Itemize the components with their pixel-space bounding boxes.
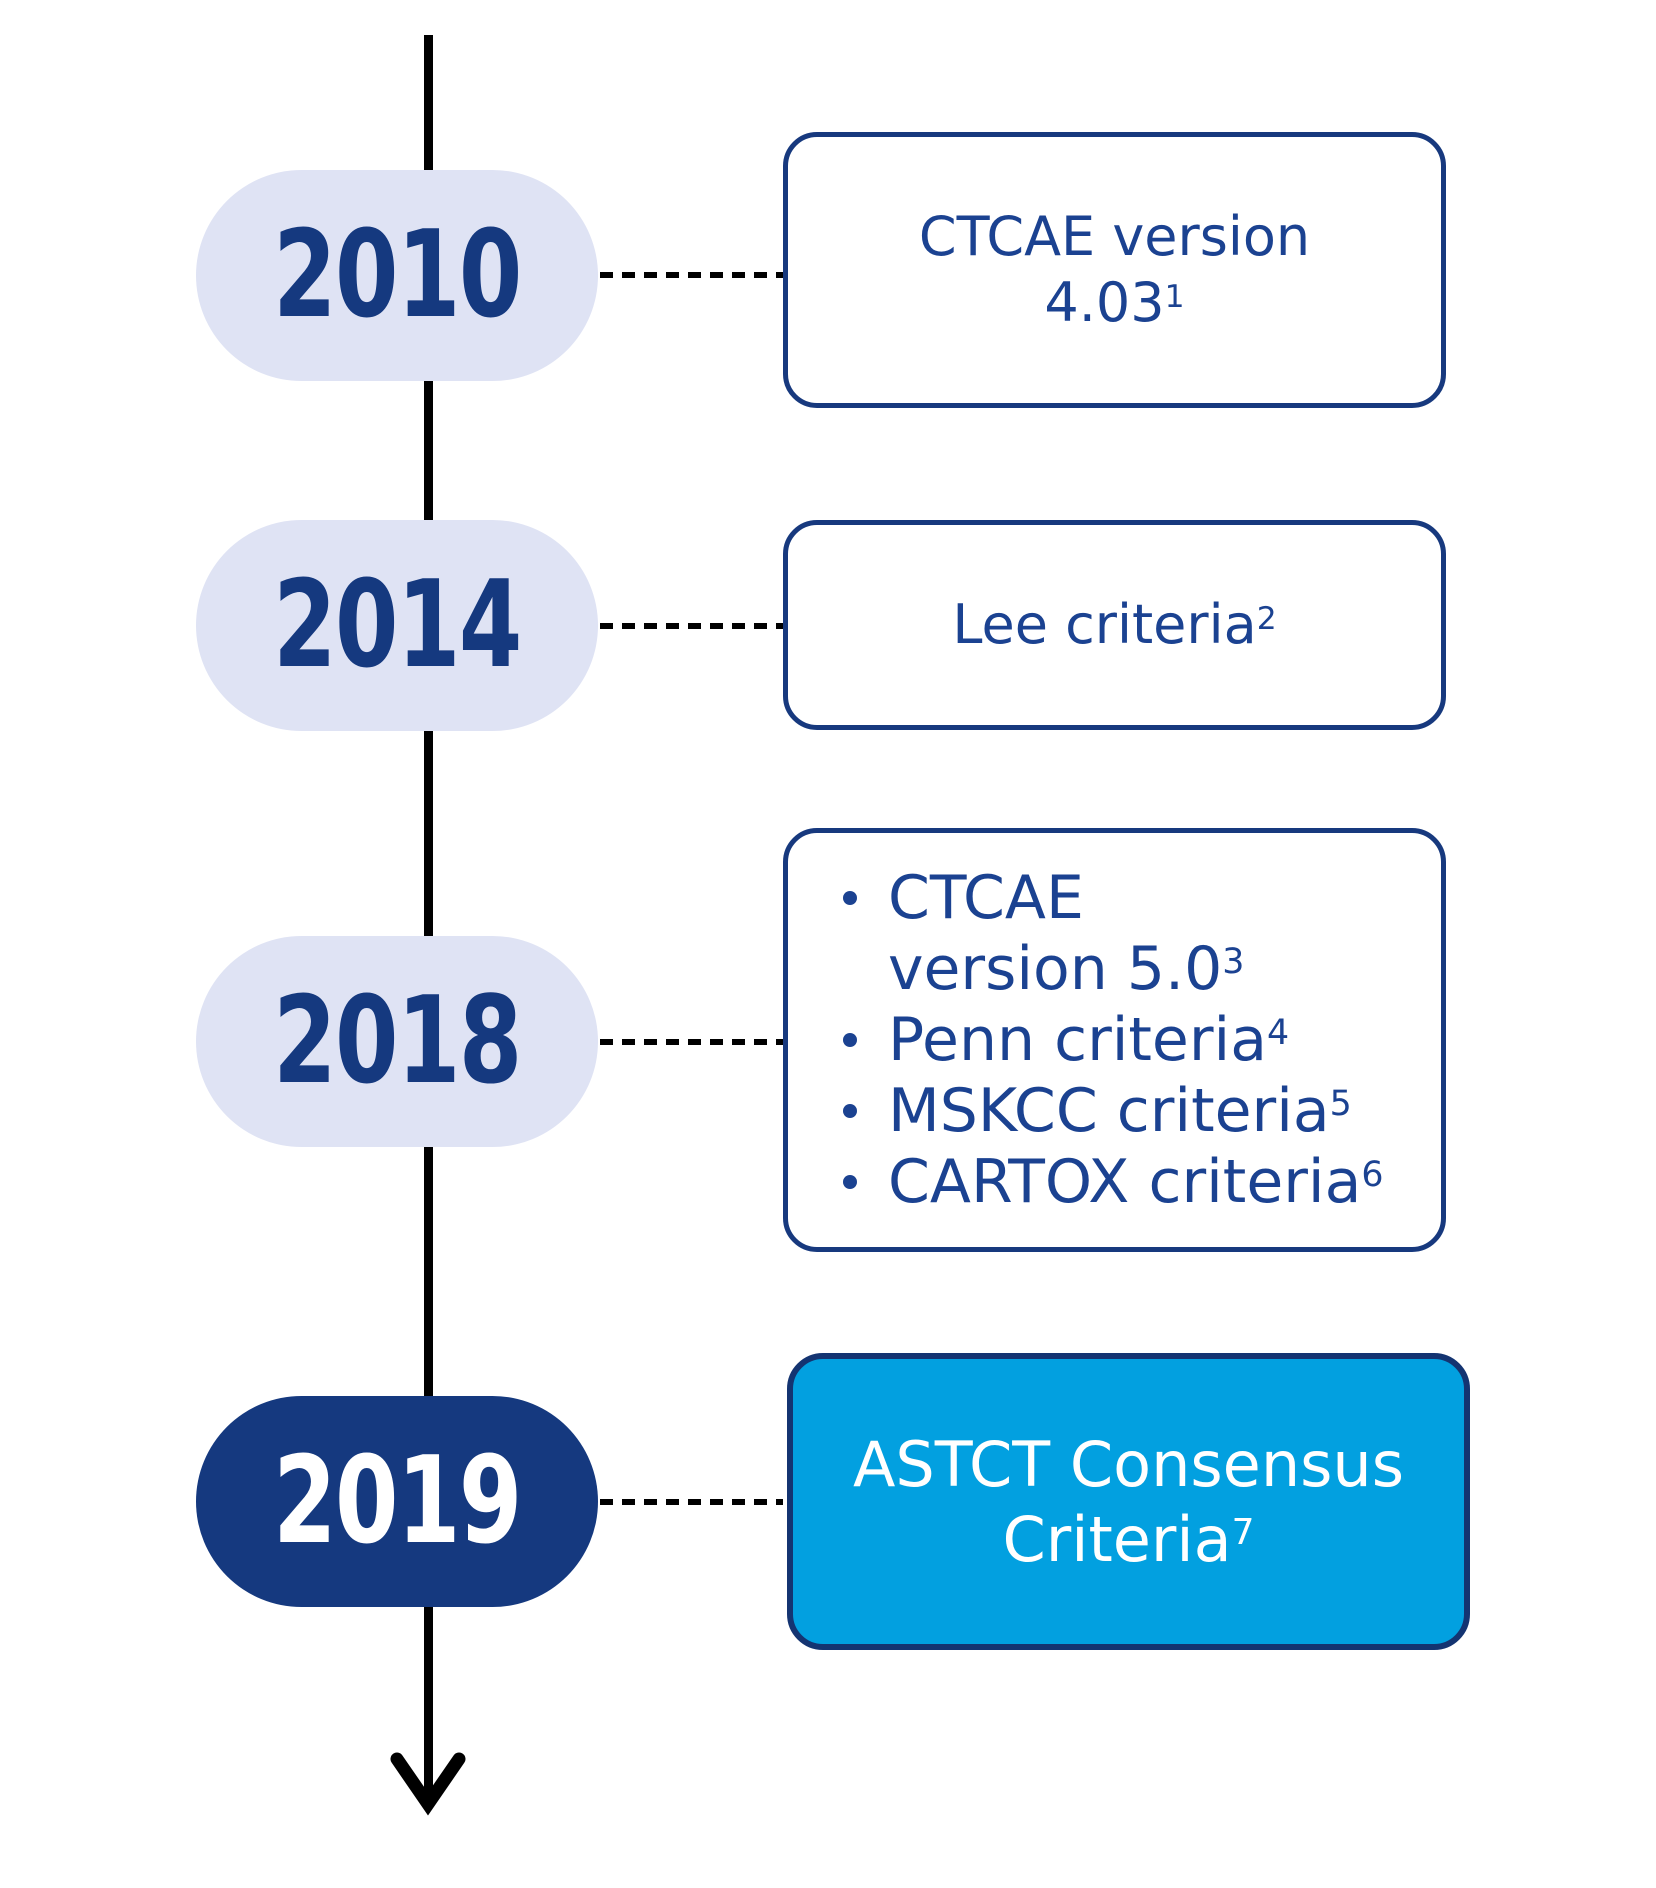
info-box-2010: CTCAE version 4.031 [783, 132, 1446, 408]
year-label-2019: 2019 [273, 1431, 522, 1571]
bullet-item: MSKCC criteria5 [843, 1076, 1384, 1147]
info-box-2018: CTCAE version 5.03 Penn criteria4 MSKCC … [783, 828, 1446, 1252]
text-line: version 5.0 [888, 933, 1223, 1004]
year-label-2014: 2014 [273, 555, 522, 695]
bullet-text: Penn criteria4 [888, 1005, 1289, 1076]
text-line: CARTOX criteria [888, 1146, 1362, 1217]
bullet-text: CARTOX criteria6 [888, 1147, 1384, 1218]
text-line: ASTCT Consensus [852, 1427, 1405, 1501]
reference-superscript: 3 [1222, 941, 1245, 982]
year-label-2018: 2018 [273, 971, 522, 1111]
text-line: MSKCC criteria [888, 1075, 1330, 1146]
dotted-connector-2014 [600, 623, 783, 629]
info-box-2010-label: CTCAE version 4.031 [919, 204, 1310, 336]
arrow-down-icon [390, 1752, 466, 1816]
bullet-icon [843, 890, 857, 905]
dotted-connector-2018 [600, 1039, 783, 1045]
reference-superscript: 2 [1256, 600, 1277, 637]
info-box-2019-highlight: ASTCT Consensus Criteria7 [787, 1353, 1470, 1650]
text-line: Penn criteria [888, 1004, 1267, 1075]
text-line: Criteria [1002, 1502, 1232, 1576]
year-badge-2019: 2019 [196, 1396, 598, 1607]
info-box-2014: Lee criteria2 [783, 520, 1446, 730]
text-line: CTCAE [888, 862, 1084, 933]
bullet-text: MSKCC criteria5 [888, 1076, 1352, 1147]
criteria-bullet-list: CTCAE version 5.03 Penn criteria4 MSKCC … [788, 833, 1384, 1247]
text-line: Lee criteria [952, 593, 1257, 656]
bullet-icon [843, 1103, 857, 1118]
text-line: 4.03 [1044, 271, 1165, 334]
reference-superscript: 5 [1329, 1083, 1352, 1124]
bullet-item: Penn criteria4 [843, 1005, 1384, 1076]
reference-superscript: 4 [1266, 1012, 1290, 1053]
dotted-connector-2010 [600, 272, 783, 278]
info-box-2014-label: Lee criteria2 [952, 592, 1276, 658]
bullet-item: CARTOX criteria6 [843, 1147, 1384, 1218]
year-badge-2010: 2010 [196, 170, 598, 381]
info-box-2019-label: ASTCT Consensus Criteria7 [853, 1427, 1404, 1577]
bullet-item: CTCAE version 5.03 [843, 863, 1384, 1005]
year-badge-2018: 2018 [196, 936, 598, 1147]
reference-superscript: 6 [1361, 1154, 1384, 1195]
timeline-axis-line [424, 35, 433, 1806]
text-line: CTCAE version [918, 205, 1311, 268]
bullet-text: CTCAE version 5.03 [888, 863, 1244, 1005]
bullet-icon [843, 1174, 857, 1189]
dotted-connector-2019 [600, 1499, 783, 1505]
reference-superscript: 1 [1164, 278, 1185, 315]
year-label-2010: 2010 [273, 205, 522, 345]
year-badge-2014: 2014 [196, 520, 598, 731]
reference-superscript: 7 [1231, 1512, 1255, 1554]
bullet-icon [843, 1032, 857, 1047]
